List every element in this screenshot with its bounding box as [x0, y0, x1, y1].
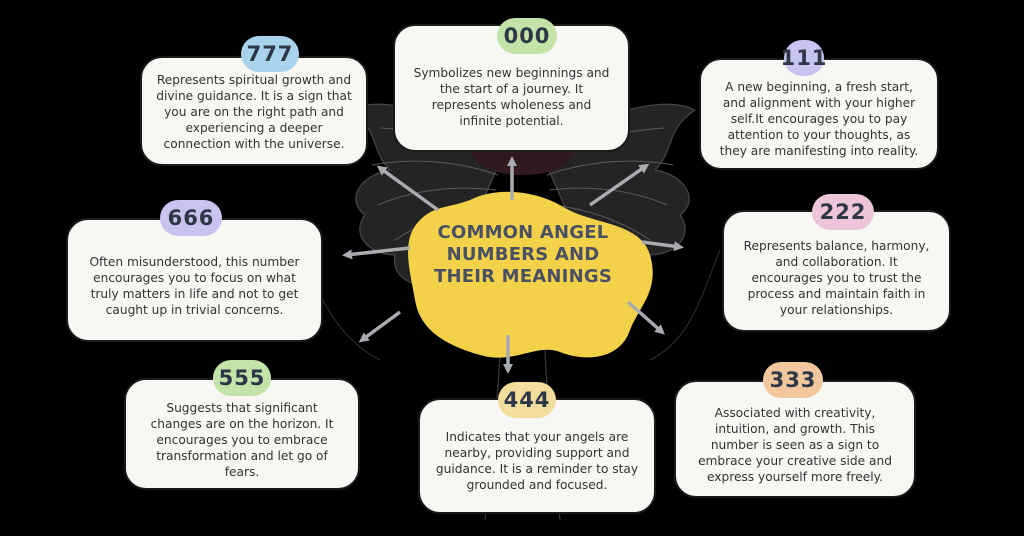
- node-333-badge: 333: [763, 362, 823, 398]
- arrow-to-333: [626, 300, 665, 335]
- center-blob: [408, 191, 653, 358]
- node-000-badge: 000: [497, 18, 557, 54]
- diagram-title: COMMON ANGEL NUMBERS AND THEIR MEANINGS: [434, 222, 612, 287]
- node-666-text: Often misunderstood, this number encoura…: [89, 255, 300, 317]
- node-000-card: Symbolizes new beginnings and the start …: [393, 24, 630, 152]
- arrow-to-666: [342, 246, 411, 260]
- node-444-text: Indicates that your angels are nearby, p…: [435, 430, 639, 492]
- node-555-card: Suggests that significant changes are on…: [124, 378, 360, 490]
- node-222-text: Represents balance, harmony, and collabo…: [743, 239, 930, 317]
- node-111-card: A new beginning, a fresh start, and alig…: [699, 58, 939, 170]
- node-222-card: Represents balance, harmony, and collabo…: [722, 210, 951, 332]
- node-666-card: Often misunderstood, this number encoura…: [66, 218, 323, 342]
- node-111-badge: 111: [781, 40, 826, 76]
- node-666-badge: 666: [160, 200, 222, 236]
- node-000-text: Symbolizes new beginnings and the start …: [413, 66, 610, 128]
- node-333-card: Associated with creativity, intuition, a…: [674, 380, 916, 498]
- node-222-badge: 222: [812, 194, 874, 230]
- node-111-text: A new beginning, a fresh start, and alig…: [719, 80, 919, 158]
- node-555-badge: 555: [213, 360, 271, 396]
- arrow-to-111: [588, 163, 650, 207]
- node-777-badge: 777: [241, 36, 299, 72]
- node-333-text: Associated with creativity, intuition, a…: [698, 406, 892, 484]
- arrow-to-777: [376, 165, 440, 212]
- arrow-to-222: [641, 240, 684, 252]
- node-444-badge: 444: [498, 382, 556, 418]
- arrow-to-555: [358, 310, 402, 343]
- connector-arrows: [342, 156, 684, 374]
- node-555-text: Suggests that significant changes are on…: [150, 401, 334, 479]
- node-777-text: Represents spiritual growth and divine g…: [156, 73, 352, 151]
- node-777-card: Represents spiritual growth and divine g…: [140, 56, 368, 166]
